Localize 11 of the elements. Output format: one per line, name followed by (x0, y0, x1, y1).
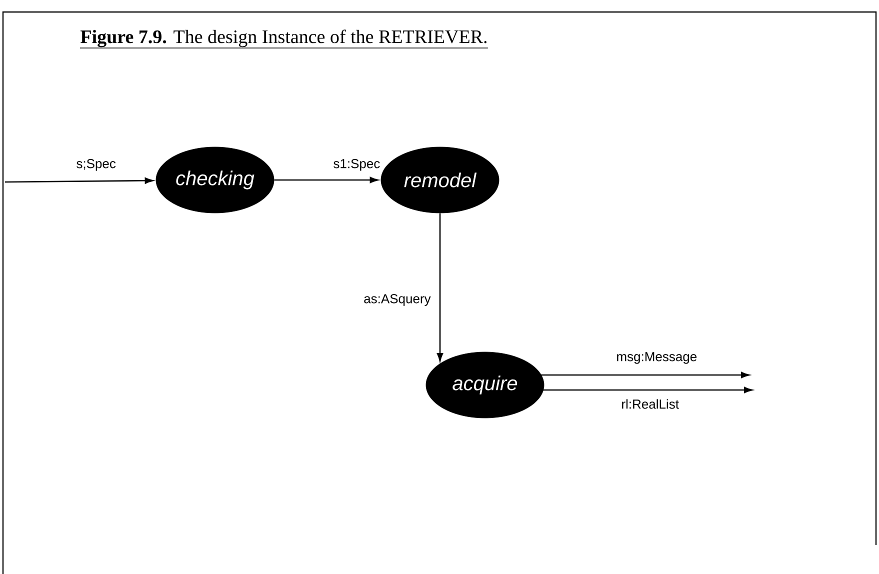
arrow (5, 178, 154, 184)
edge-label: as:ASquery (364, 294, 431, 306)
edge-label: msg:Message (617, 352, 697, 364)
edge-label: s;Spec (76, 159, 116, 171)
edge-label: s1:Spec (334, 159, 380, 171)
arrow (543, 386, 753, 394)
edge-label: rl:RealList (622, 399, 679, 409)
arrow (436, 213, 444, 362)
arrow (274, 176, 378, 184)
figure-title: Figure 7.9. The design Instance of the RETRIEVER. (80, 30, 488, 48)
arrow (541, 372, 750, 378)
